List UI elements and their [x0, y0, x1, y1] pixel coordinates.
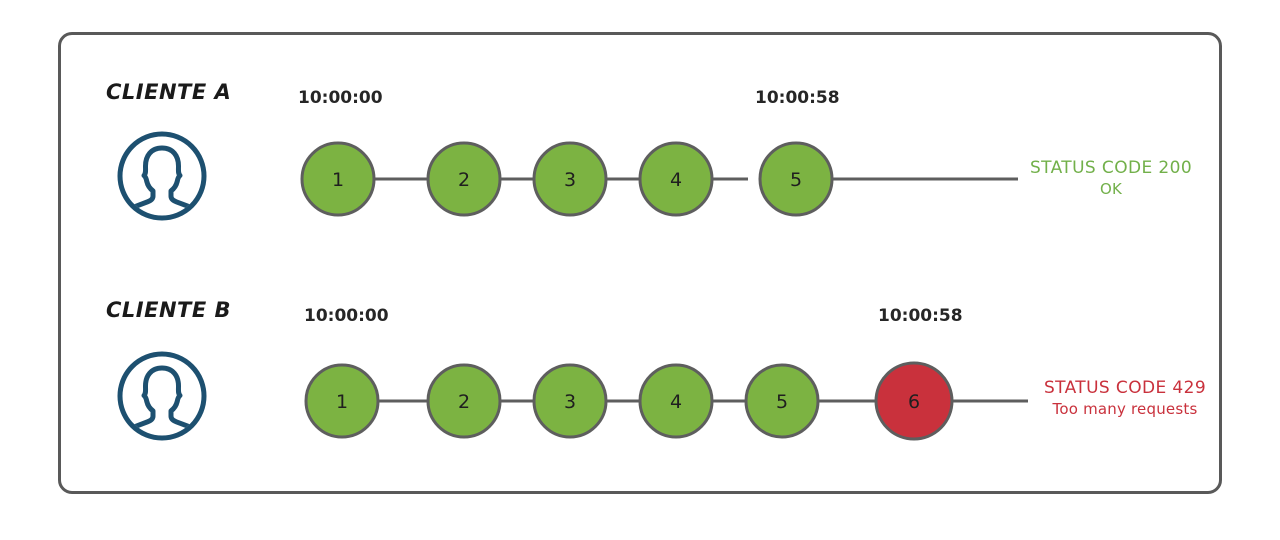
timestamp-start-b: 10:00:00	[304, 306, 389, 326]
request-node-b-6[interactable]: 6	[874, 361, 954, 441]
request-node-b-4-label: 4	[670, 391, 682, 413]
user-avatar-icon	[116, 350, 208, 442]
request-node-b-3-label: 3	[564, 391, 576, 413]
request-node-a-4-label: 4	[670, 169, 682, 191]
request-node-a-4[interactable]: 4	[638, 141, 714, 217]
status-code-a: STATUS CODE 200	[1029, 158, 1193, 178]
request-node-a-1-label: 1	[332, 169, 344, 191]
request-node-a-3[interactable]: 3	[532, 141, 608, 217]
request-node-a-2[interactable]: 2	[426, 141, 502, 217]
request-node-a-1[interactable]: 1	[300, 141, 376, 217]
request-node-a-5[interactable]: 5	[758, 141, 834, 217]
client-label-a: CLIENTE A	[106, 80, 232, 104]
request-node-b-5[interactable]: 5	[744, 363, 820, 439]
request-node-b-6-label: 6	[908, 391, 920, 413]
diagram-frame	[58, 32, 1222, 494]
request-node-b-2[interactable]: 2	[426, 363, 502, 439]
request-node-a-2-label: 2	[458, 169, 470, 191]
request-node-b-1[interactable]: 1	[304, 363, 380, 439]
timestamp-start-a: 10:00:00	[298, 88, 383, 108]
user-avatar-icon	[116, 130, 208, 222]
request-node-a-5-label: 5	[790, 169, 802, 191]
request-node-b-2-label: 2	[458, 391, 470, 413]
timestamp-end-b: 10:00:58	[878, 306, 963, 326]
request-node-a-3-label: 3	[564, 169, 576, 191]
request-node-b-5-label: 5	[776, 391, 788, 413]
status-message-a: OK	[1099, 180, 1123, 198]
client-label-b: CLIENTE B	[106, 298, 232, 322]
status-badge-b: STATUS CODE 429 Too many requests	[1028, 378, 1222, 418]
status-code-b: STATUS CODE 429	[1043, 378, 1207, 398]
status-badge-a: STATUS CODE 200 OK	[1028, 158, 1194, 198]
request-node-b-1-label: 1	[336, 391, 348, 413]
timestamp-end-a: 10:00:58	[755, 88, 840, 108]
request-node-b-4[interactable]: 4	[638, 363, 714, 439]
status-message-b: Too many requests	[1052, 400, 1198, 418]
request-node-b-3[interactable]: 3	[532, 363, 608, 439]
